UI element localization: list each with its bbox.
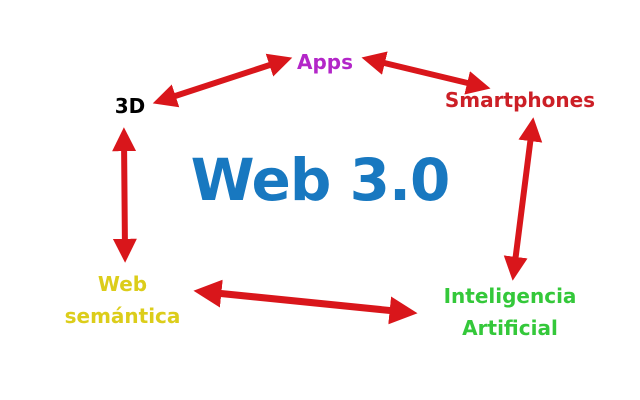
node-web-semantica: Web semántica xyxy=(50,268,195,332)
node-smartphones-label: Smartphones xyxy=(444,88,596,112)
node-ia-line2: Artificial xyxy=(462,316,558,340)
arrow-3d-apps xyxy=(152,53,293,108)
node-web-semantica-line1: Web xyxy=(97,272,148,296)
node-ia-line1: Inteligencia xyxy=(443,284,577,308)
node-inteligencia-artificial: Inteligencia Artificial xyxy=(430,280,590,344)
arrow-3d-websemantica xyxy=(112,127,137,263)
node-smartphones: Smartphones xyxy=(440,88,600,113)
node-apps-label: Apps xyxy=(296,50,353,74)
diagram-title: Web 3.0 xyxy=(190,146,451,214)
arrow-apps-smartphones xyxy=(361,51,491,95)
arrow-smartphones-ia xyxy=(503,117,543,281)
node-apps: Apps xyxy=(290,50,360,75)
arrow-websemantica-ia xyxy=(193,279,418,325)
node-3d: 3D xyxy=(108,94,152,119)
node-3d-label: 3D xyxy=(114,94,146,118)
node-web-semantica-line2: semántica xyxy=(64,304,181,328)
